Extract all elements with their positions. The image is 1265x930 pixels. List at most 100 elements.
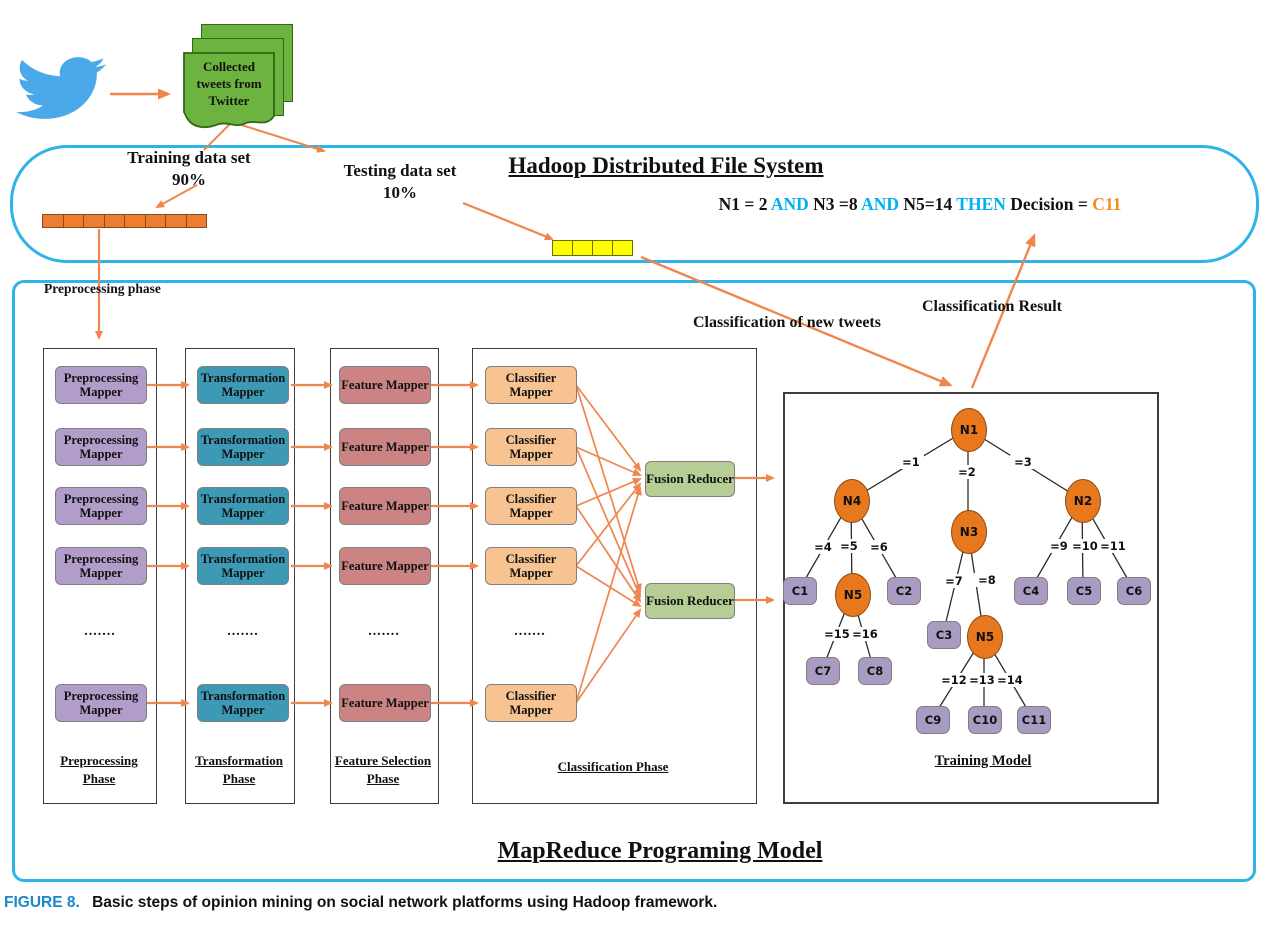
edge-label: =15 [824,627,850,641]
tree-node-n2: N2 [1065,479,1101,523]
transformation-phase-label: Transformation Phase [195,753,283,786]
edge-label: =7 [941,574,967,588]
arrow-docs-to-testing [231,121,326,153]
arrow-training-to-bar [155,184,198,208]
figure-caption: FIGURE 8. Basic steps of opinion mining … [4,894,717,912]
rule-seg3: N5=14 [899,194,957,214]
testing-data-bar [552,240,633,256]
edge-label: =16 [852,627,878,641]
edge-label: =1 [898,455,924,469]
arrow-tree-to-result [970,233,1036,389]
edge-label: =6 [866,540,892,554]
edge-label: =9 [1046,539,1072,553]
fusion-reducer-box: Fusion Reducer [645,461,735,497]
tree-node-n5: N5 [967,615,1003,659]
testing-pct-label: 10% [383,183,417,202]
tree-leaf-c11: C11 [1017,706,1051,734]
tree-node-n5: N5 [835,573,871,617]
classification-result-label: Classification Result [922,298,1062,315]
tree-leaf-c3: C3 [927,621,961,649]
training-data-bar [42,214,207,228]
hdfs-container-box [10,145,1259,263]
classification-column-frame [472,348,757,804]
tree-node-n1: N1 [951,408,987,452]
preprocessing-phase-label: Preprocessing Phase [60,753,138,786]
arrow-testing-to-bar [462,201,554,241]
training-data-set-label: Training data set [127,148,251,167]
tree-node-n4: N4 [834,479,870,523]
ellipsis-row: ....... [514,624,546,639]
classification-phase-label: Classification Phase [557,759,669,774]
testing-data-set-label: Testing data set [343,161,457,180]
edge-label: =4 [810,540,836,554]
feature-mapper-box: Feature Mapper [339,547,431,585]
preprocessing-mapper-box: Preprocessing Mapper [55,487,147,525]
feature-mapper-box: Feature Mapper [339,684,431,722]
mapreduce-container-box [12,280,1256,882]
figure-caption-text: Basic steps of opinion mining on social … [92,894,718,911]
tree-leaf-c8: C8 [858,657,892,685]
training-model-title: Training Model [934,753,1032,769]
rule-seg2: N3 =8 [808,194,862,214]
classifier-mapper-box: Classifier Mapper [485,547,577,585]
document-front-icon [183,52,275,129]
transformation-mapper-box: Transformation Mapper [197,487,289,525]
transformation-column-frame [185,348,295,804]
classifier-mapper-box: Classifier Mapper [485,684,577,722]
tree-leaf-c10: C10 [968,706,1002,734]
tree-leaf-c1: C1 [783,577,817,605]
tree-leaf-c9: C9 [916,706,950,734]
edge-label: =12 [941,673,967,687]
edge-label: =5 [836,539,862,553]
preprocessing-phase-note: Preprocessing phase [44,281,161,296]
arrow-new-tweets-to-tree [640,255,953,387]
tree-leaf-c6: C6 [1117,577,1151,605]
ellipsis-row: ....... [84,624,116,639]
transformation-mapper-box: Transformation Mapper [197,547,289,585]
fusion-reducer-box: Fusion Reducer [645,583,735,619]
rule-then: THEN [956,194,1006,214]
rule-result: C11 [1092,194,1122,214]
edge-label: =14 [997,673,1023,687]
transformation-mapper-box: Transformation Mapper [197,428,289,466]
ellipsis-row: ....... [227,624,259,639]
edge-label: =13 [969,673,995,687]
feature-mapper-box: Feature Mapper [339,428,431,466]
hdfs-title: Hadoop Distributed File System [508,153,824,178]
tree-node-n3: N3 [951,510,987,554]
tree-leaf-c4: C4 [1014,577,1048,605]
edge-label: =11 [1100,539,1126,553]
tree-leaf-c7: C7 [806,657,840,685]
feature-column-frame [330,348,439,804]
transformation-mapper-box: Transformation Mapper [197,684,289,722]
preprocessing-column-frame [43,348,157,804]
twitter-bird-icon [16,57,106,119]
rule-and1: AND [770,194,809,214]
mapreduce-title: MapReduce Programing Model [497,838,823,864]
feature-selection-phase-label: Feature Selection Phase [334,753,432,786]
rule-seg4: Decision = [1005,194,1093,214]
preprocessing-mapper-box: Preprocessing Mapper [55,366,147,404]
edge-label: =3 [1010,455,1036,469]
rule-seg1: N1 = 2 [718,194,771,214]
transformation-mapper-box: Transformation Mapper [197,366,289,404]
preprocessing-mapper-box: Preprocessing Mapper [55,684,147,722]
classifier-mapper-box: Classifier Mapper [485,366,577,404]
training-pct-label: 90% [172,170,206,189]
preprocessing-mapper-box: Preprocessing Mapper [55,428,147,466]
edge-label: =2 [954,465,980,479]
collected-tweets-label: Collected tweets from Twitter [196,59,262,108]
rule-and2: AND [861,194,899,214]
edge-label: =10 [1072,539,1098,553]
ellipsis-row: ....... [368,624,400,639]
tree-leaf-c5: C5 [1067,577,1101,605]
decision-rule-text: N1 = 2 AND N3 =8 AND N5=14 THEN Decision… [705,194,1135,215]
edge-label: =8 [974,573,1000,587]
preprocessing-mapper-box: Preprocessing Mapper [55,547,147,585]
classification-of-new-tweets-label: Classification of new tweets [693,314,881,331]
feature-mapper-box: Feature Mapper [339,366,431,404]
tree-leaf-c2: C2 [887,577,921,605]
feature-mapper-box: Feature Mapper [339,487,431,525]
